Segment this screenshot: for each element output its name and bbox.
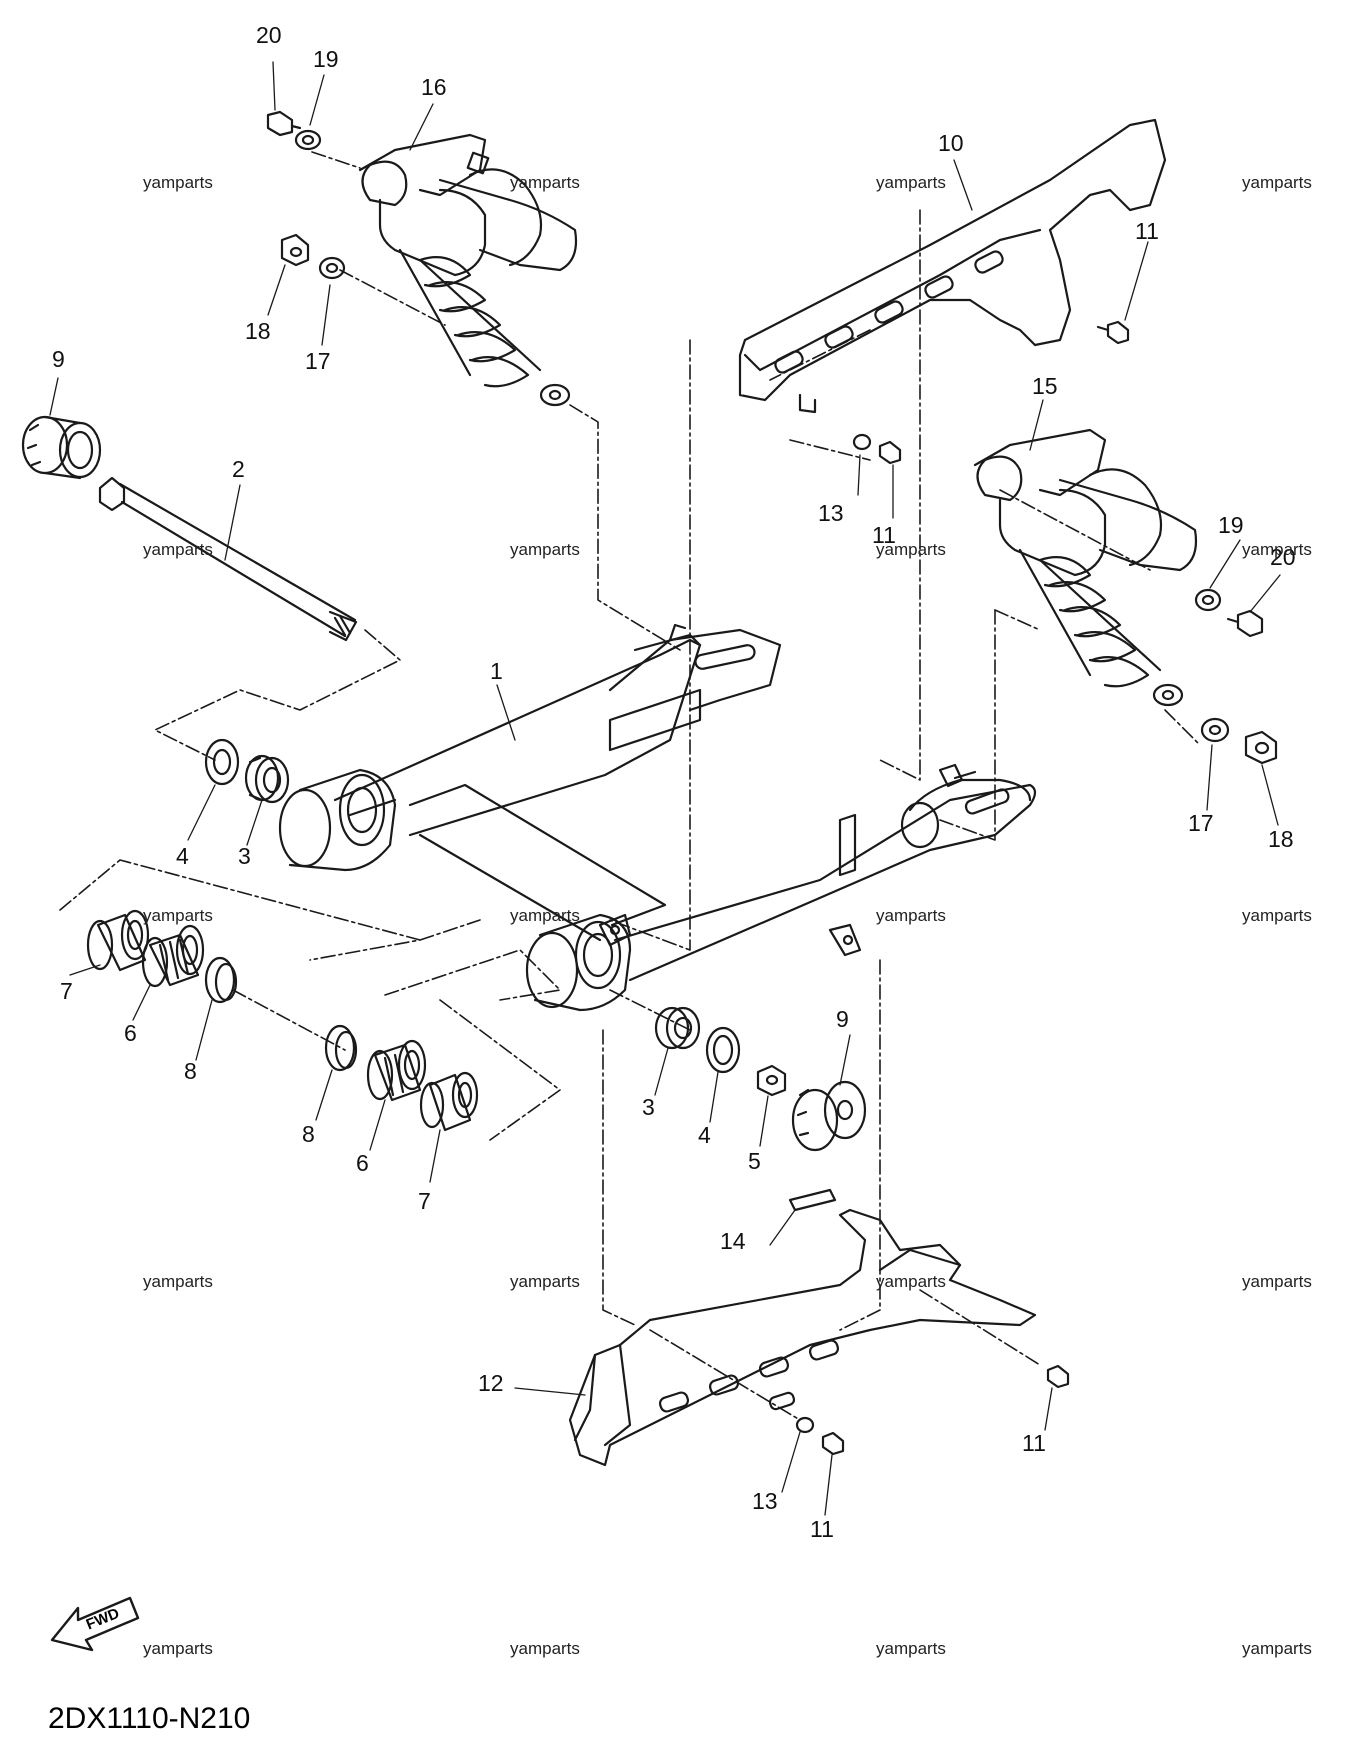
oil-seal-8-left xyxy=(204,956,238,1004)
collar-9-right xyxy=(791,1080,867,1152)
callout: 3 xyxy=(642,1094,655,1120)
callout: 19 xyxy=(313,46,339,72)
callout: 8 xyxy=(184,1058,197,1084)
bolt-20-top xyxy=(266,110,302,137)
callout: 7 xyxy=(60,978,73,1004)
callout: 9 xyxy=(836,1006,849,1032)
oil-seal-8-mid xyxy=(324,1024,358,1072)
callout: 17 xyxy=(305,348,331,374)
washer-19-top xyxy=(294,129,322,151)
callout: 4 xyxy=(698,1122,711,1148)
callout: 7 xyxy=(418,1188,431,1214)
fwd-label: FWD xyxy=(84,1605,122,1634)
washer-17-top xyxy=(318,256,346,280)
callout: 2 xyxy=(232,456,245,482)
watermark: yamparts xyxy=(143,906,213,925)
callout: 6 xyxy=(356,1150,369,1176)
rear-shock-left xyxy=(358,133,578,407)
watermark: yamparts xyxy=(876,906,946,925)
pivot-shaft-2 xyxy=(98,476,358,642)
bearing-6-left xyxy=(141,924,205,988)
watermark: yamparts xyxy=(1242,906,1312,925)
callout: 11 xyxy=(1135,218,1159,244)
watermark: yamparts xyxy=(1242,173,1312,192)
watermark: yamparts xyxy=(1242,1272,1312,1291)
collar-7-mid xyxy=(419,1071,479,1132)
callout: 13 xyxy=(818,500,844,526)
callout: 10 xyxy=(938,130,964,156)
washer-13-upper xyxy=(852,433,872,451)
leader-lines xyxy=(49,61,1281,1516)
callout: 13 xyxy=(752,1488,778,1514)
watermark: yamparts xyxy=(510,1272,580,1291)
nut-18-top xyxy=(280,233,310,267)
bolt-11-upper xyxy=(878,440,902,465)
watermark: yamparts xyxy=(143,1272,213,1291)
callout: 9 xyxy=(52,346,65,372)
washer-19-right xyxy=(1194,588,1222,612)
watermark: yamparts xyxy=(143,540,213,559)
callout: 11 xyxy=(810,1516,834,1542)
chain-case-10 xyxy=(738,118,1167,414)
bolt-11-guard-right xyxy=(1046,1364,1070,1389)
watermark: yamparts xyxy=(510,540,580,559)
callout: 18 xyxy=(1268,826,1294,852)
swingarm-1 xyxy=(278,623,1037,1012)
bearing-6-mid xyxy=(366,1039,427,1102)
watermark: yamparts xyxy=(1242,1639,1312,1658)
thrust-cover-3-right xyxy=(654,1006,701,1050)
collar-7-left xyxy=(86,909,150,972)
watermark: yamparts xyxy=(876,1639,946,1658)
watermark: yamparts xyxy=(510,906,580,925)
washer-13-lower xyxy=(795,1416,815,1434)
callout: 20 xyxy=(256,22,282,48)
watermark: yamparts xyxy=(143,1639,213,1658)
callout: 12 xyxy=(478,1370,504,1396)
oil-seal-4-left xyxy=(204,738,240,786)
callout: 3 xyxy=(238,843,251,869)
watermark: yamparts xyxy=(1242,540,1312,559)
callout: 20 xyxy=(1270,544,1296,570)
oil-seal-4-right xyxy=(705,1026,741,1074)
bolt-11-lower xyxy=(821,1431,845,1456)
callout: 16 xyxy=(421,74,447,100)
watermark: yamparts xyxy=(143,173,213,192)
label-14 xyxy=(788,1188,837,1212)
callout: 6 xyxy=(124,1020,137,1046)
callout: 8 xyxy=(302,1121,315,1147)
watermark: yamparts xyxy=(876,540,946,559)
callout: 15 xyxy=(1032,373,1058,399)
callout: 11 xyxy=(872,522,896,548)
lower-chain-guard-12 xyxy=(568,1208,1037,1467)
thrust-cover-3-left xyxy=(244,754,290,804)
diagram-code: 2DX1110-N210 xyxy=(48,1702,251,1735)
callout: 1 xyxy=(490,658,503,684)
callout: 18 xyxy=(245,318,271,344)
nut-5 xyxy=(756,1064,787,1097)
callout: 17 xyxy=(1188,810,1214,836)
callout: 5 xyxy=(748,1148,761,1174)
watermark: yamparts xyxy=(876,173,946,192)
bolt-20-right xyxy=(1226,609,1264,638)
watermark: yamparts xyxy=(876,1272,946,1291)
callout: 4 xyxy=(176,843,189,869)
watermark: yamparts xyxy=(510,173,580,192)
bolt-11-chaincase xyxy=(1096,320,1130,345)
callout: 19 xyxy=(1218,512,1244,538)
washer-17-right xyxy=(1200,717,1230,743)
nut-18-right xyxy=(1244,730,1278,765)
fwd-arrow-icon xyxy=(50,1596,140,1652)
rear-shock-right xyxy=(973,428,1198,707)
callout: 11 xyxy=(1022,1430,1046,1456)
callout: 14 xyxy=(720,1228,746,1254)
watermark: yamparts xyxy=(510,1639,580,1658)
collar-9-left xyxy=(21,415,102,480)
